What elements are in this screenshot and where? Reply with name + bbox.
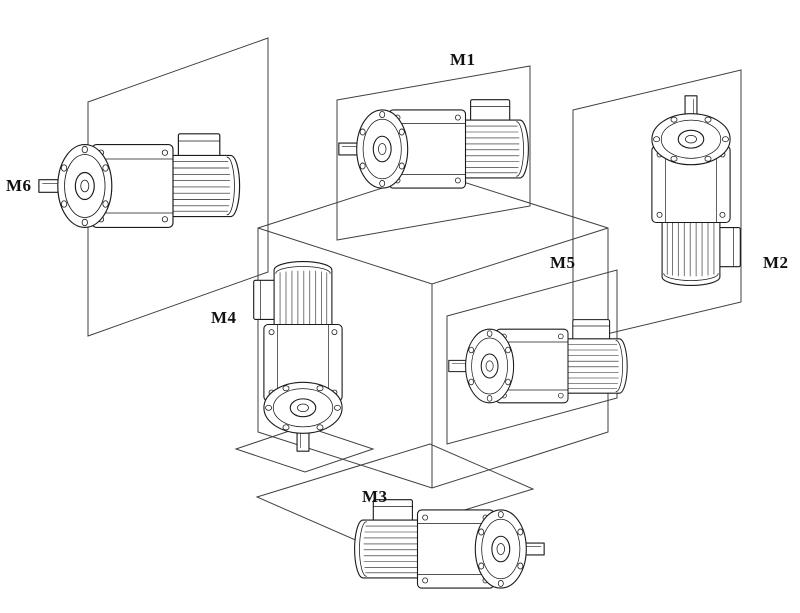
mounting-plane-m6 <box>87 37 269 337</box>
mounting-planes-back <box>87 37 742 343</box>
mounting-plane-m3 <box>255 443 535 543</box>
label-m5: M5 <box>550 253 576 272</box>
label-m3: M3 <box>362 487 388 506</box>
gearmotor-m1 <box>338 99 529 189</box>
mounting-plane-m5 <box>446 269 618 445</box>
gearmotor-m6 <box>38 133 241 228</box>
gearmotor-m4 <box>253 261 343 452</box>
mounting-planes-front <box>234 269 618 543</box>
mounting-plane-m1 <box>336 65 531 241</box>
label-m1: M1 <box>450 50 476 69</box>
gearmotor-m2 <box>651 95 741 286</box>
label-m4: M4 <box>211 308 237 327</box>
mounting-plane-m4 <box>234 425 375 473</box>
label-m2: M2 <box>763 253 789 272</box>
gearmotor-m3 <box>354 499 545 589</box>
mounting-plane-m2 <box>572 69 742 343</box>
gearmotor-m5 <box>448 319 628 404</box>
label-m6: M6 <box>6 176 32 195</box>
